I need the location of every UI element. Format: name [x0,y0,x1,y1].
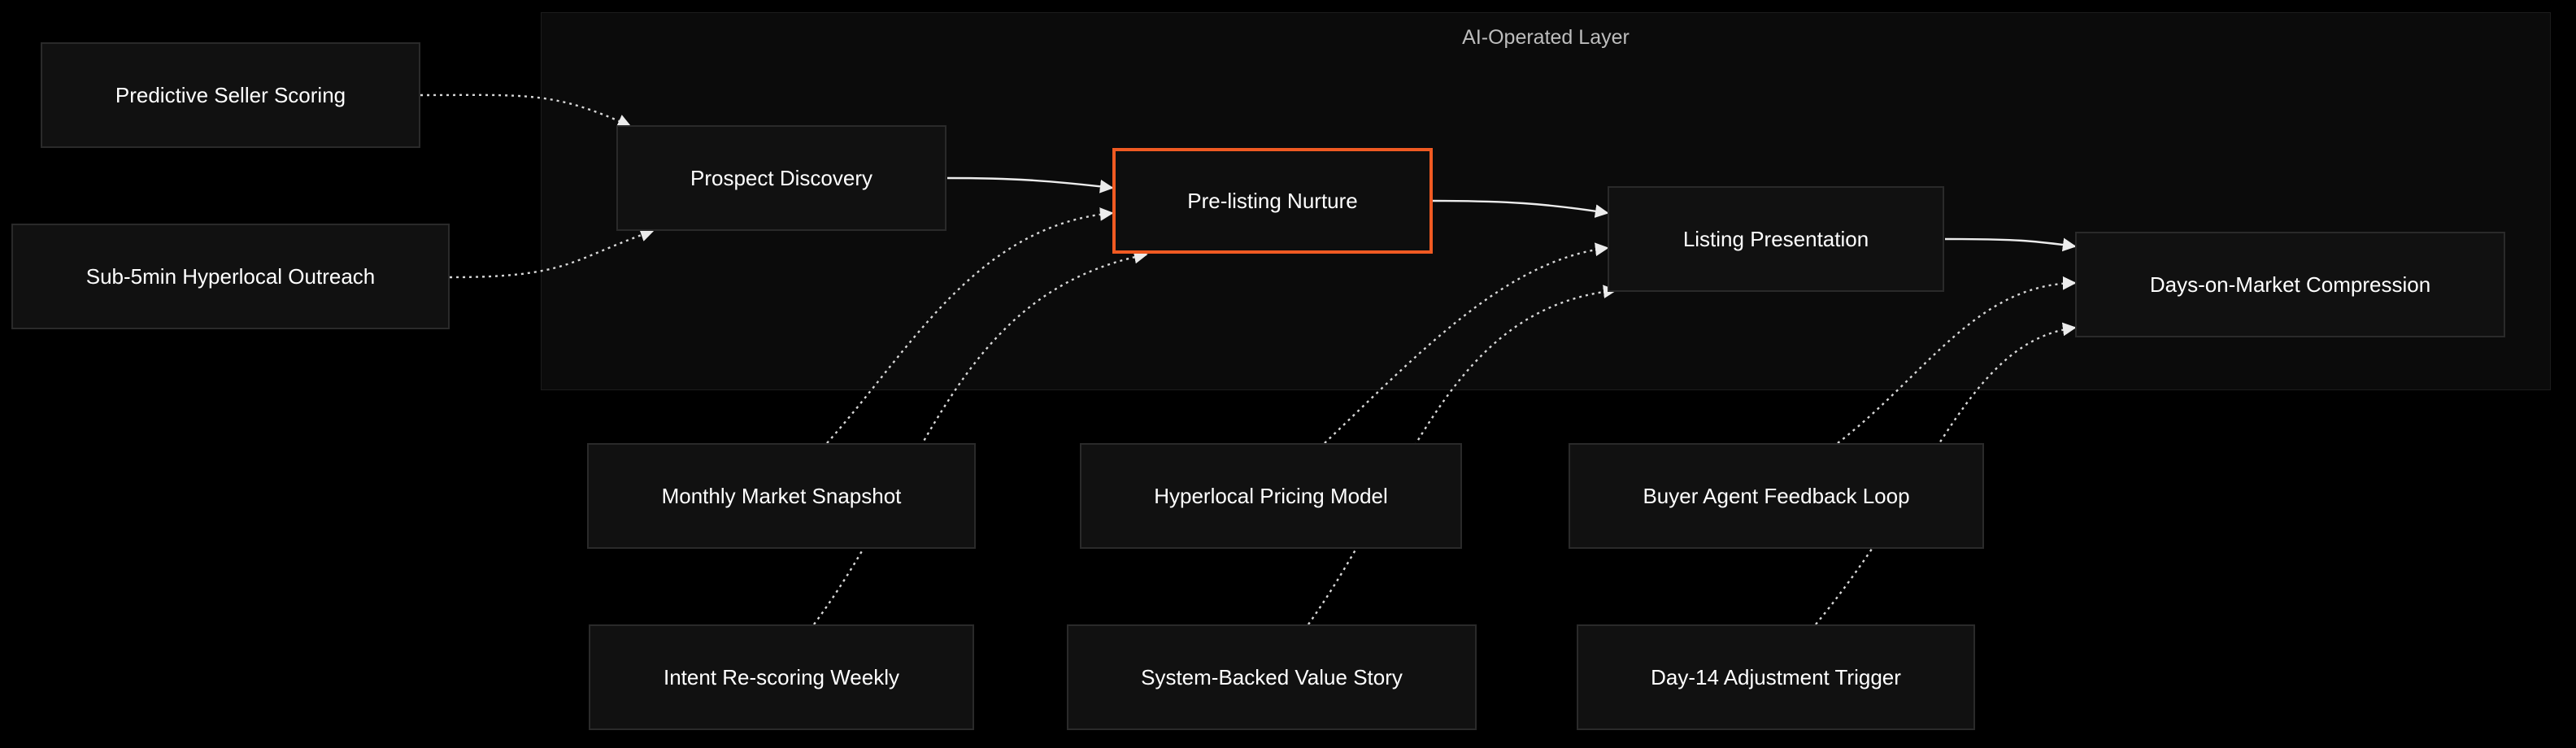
node-listing-presentation: Listing Presentation [1608,186,1944,292]
node-label: Monthly Market Snapshot [661,484,902,508]
node-day14-adjustment-trigger: Day-14 Adjustment Trigger [1577,624,1975,730]
node-label: Intent Re-scoring Weekly [664,665,899,689]
node-label: System-Backed Value Story [1141,665,1403,689]
node-label: Day-14 Adjustment Trigger [1651,665,1901,689]
node-buyer-agent-feedback-loop: Buyer Agent Feedback Loop [1569,443,1984,549]
node-label: Pre-listing Nurture [1187,189,1358,213]
node-label: Days-on-Market Compression [2149,272,2431,297]
node-label: Listing Presentation [1682,227,1869,251]
node-label: Buyer Agent Feedback Loop [1643,484,1910,508]
node-hyperlocal-pricing-model: Hyperlocal Pricing Model [1080,443,1462,549]
node-label: Prospect Discovery [690,166,872,190]
node-intent-rescoring-weekly: Intent Re-scoring Weekly [589,624,974,730]
node-predictive-seller-scoring: Predictive Seller Scoring [41,42,420,148]
node-prospect-discovery: Prospect Discovery [616,125,946,231]
node-prelisting-nurture: Pre-listing Nurture [1112,148,1433,254]
node-sub5min-hyperlocal-outreach: Sub-5min Hyperlocal Outreach [11,224,450,329]
node-label: Predictive Seller Scoring [115,83,346,107]
node-monthly-market-snapshot: Monthly Market Snapshot [587,443,976,549]
node-system-backed-value-story: System-Backed Value Story [1067,624,1477,730]
cluster-label: AI-Operated Layer [1462,26,1630,49]
node-label: Hyperlocal Pricing Model [1154,484,1388,508]
node-label: Sub-5min Hyperlocal Outreach [85,264,376,289]
node-days-on-market-compression: Days-on-Market Compression [2075,232,2505,337]
